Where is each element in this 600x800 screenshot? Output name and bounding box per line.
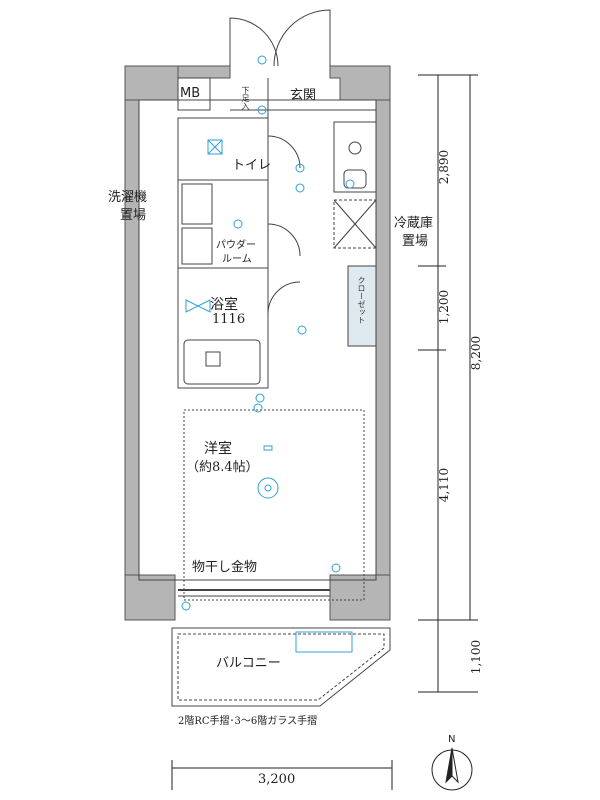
bath-label-2: 1116 [212, 312, 246, 327]
powder-label-1: パウダー [216, 240, 256, 251]
dim-1200: 1,200 [437, 289, 451, 325]
north-label: N [448, 734, 456, 745]
mb-label: MB [180, 86, 201, 101]
dim-2890: 2,890 [437, 149, 451, 185]
fridge-label-2: 置場 [402, 234, 429, 249]
bath-label-1: 浴室 [210, 297, 238, 313]
washer-label-1: 洗濯機 [108, 190, 148, 205]
dim-4110: 4,110 [437, 467, 451, 503]
powder-label-2: ルーム [222, 254, 252, 265]
western-room-label-1: 洋室 [204, 441, 232, 457]
compass-rose [431, 747, 473, 791]
shoe-box-label: 下足入 [241, 86, 250, 110]
dim-3200: 3,200 [258, 772, 296, 787]
rail-note: 2階RC手摺･3～6階ガラス手摺 [178, 716, 318, 727]
toilet-label: トイレ [232, 158, 272, 173]
fixtures [181, 55, 355, 611]
fridge-label-1: 冷蔵庫 [394, 216, 434, 231]
doors [229, 9, 331, 315]
dimension-lines [171, 74, 478, 790]
balcony-label: バルコニー [216, 656, 281, 671]
western-room-label-2: （約8.4帖） [186, 460, 259, 475]
dim-8200: 8,200 [469, 335, 483, 371]
washer-label-2: 置場 [120, 208, 147, 223]
entrance-label: 玄関 [290, 88, 317, 103]
closet-label: クローゼット [357, 276, 366, 324]
room-lines [138, 77, 391, 707]
hanger-label: 物干し金物 [192, 560, 258, 575]
dim-1100: 1,100 [469, 639, 483, 675]
